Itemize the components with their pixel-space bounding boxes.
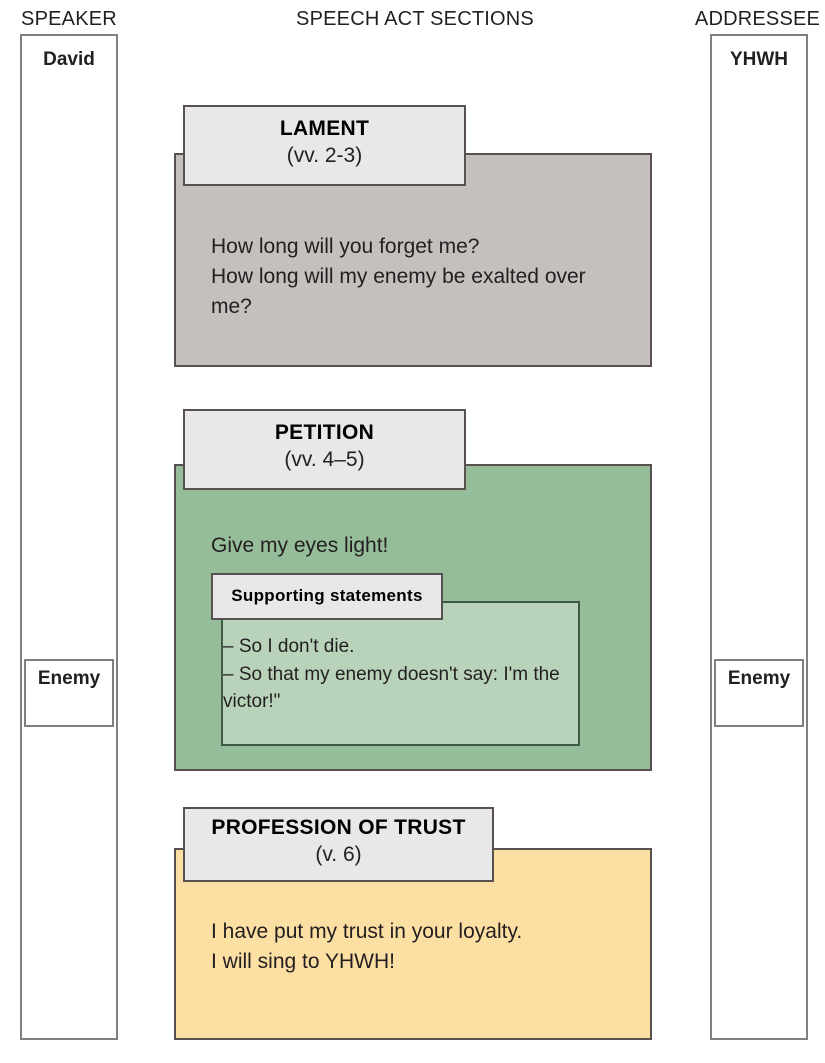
section-title-petition: PETITION — [274, 421, 375, 444]
section-title-lament: LAMENT — [279, 117, 370, 140]
section-header-profession-of-trust: PROFESSION OF TRUST (v. 6) — [183, 807, 494, 882]
speaker-column — [20, 34, 118, 1040]
section-body-lament — [174, 153, 652, 367]
section-verses-profession-of-trust: (v. 6) — [315, 843, 362, 867]
section-header-petition: PETITION (vv. 4–5) — [183, 409, 466, 490]
column-heading-speech-act-sections: SPEECH ACT SECTIONS — [296, 8, 534, 30]
subsection-text-supporting-statements: – So I don't die. – So that my enemy doe… — [223, 636, 560, 713]
participant-david: David — [43, 49, 95, 70]
section-text-profession-of-trust: I have put my trust in your loyalty. I w… — [211, 920, 523, 974]
column-heading-addressee: ADDRESSEE — [694, 8, 821, 30]
section-text-petition: Give my eyes light! — [211, 534, 389, 557]
column-heading-speaker: SPEAKER — [21, 8, 117, 30]
participant-enemy-addressee: Enemy — [714, 659, 804, 727]
section-verses-lament: (vv. 2-3) — [286, 144, 363, 168]
subsection-body-supporting-statements — [221, 601, 580, 746]
section-title-profession-of-trust: PROFESSION OF TRUST — [211, 816, 466, 839]
subsection-header-supporting-statements: Supporting statements — [211, 573, 443, 620]
section-header-lament: LAMENT (vv. 2-3) — [183, 105, 466, 186]
section-verses-petition: (vv. 4–5) — [284, 448, 365, 472]
addressee-column — [710, 34, 808, 1040]
section-text-lament: How long will you forget me? How long wi… — [211, 235, 586, 319]
participant-yhwh: YHWH — [729, 49, 789, 70]
participant-enemy-speaker: Enemy — [24, 659, 114, 727]
subsection-title-supporting-statements: Supporting statements — [231, 586, 423, 605]
